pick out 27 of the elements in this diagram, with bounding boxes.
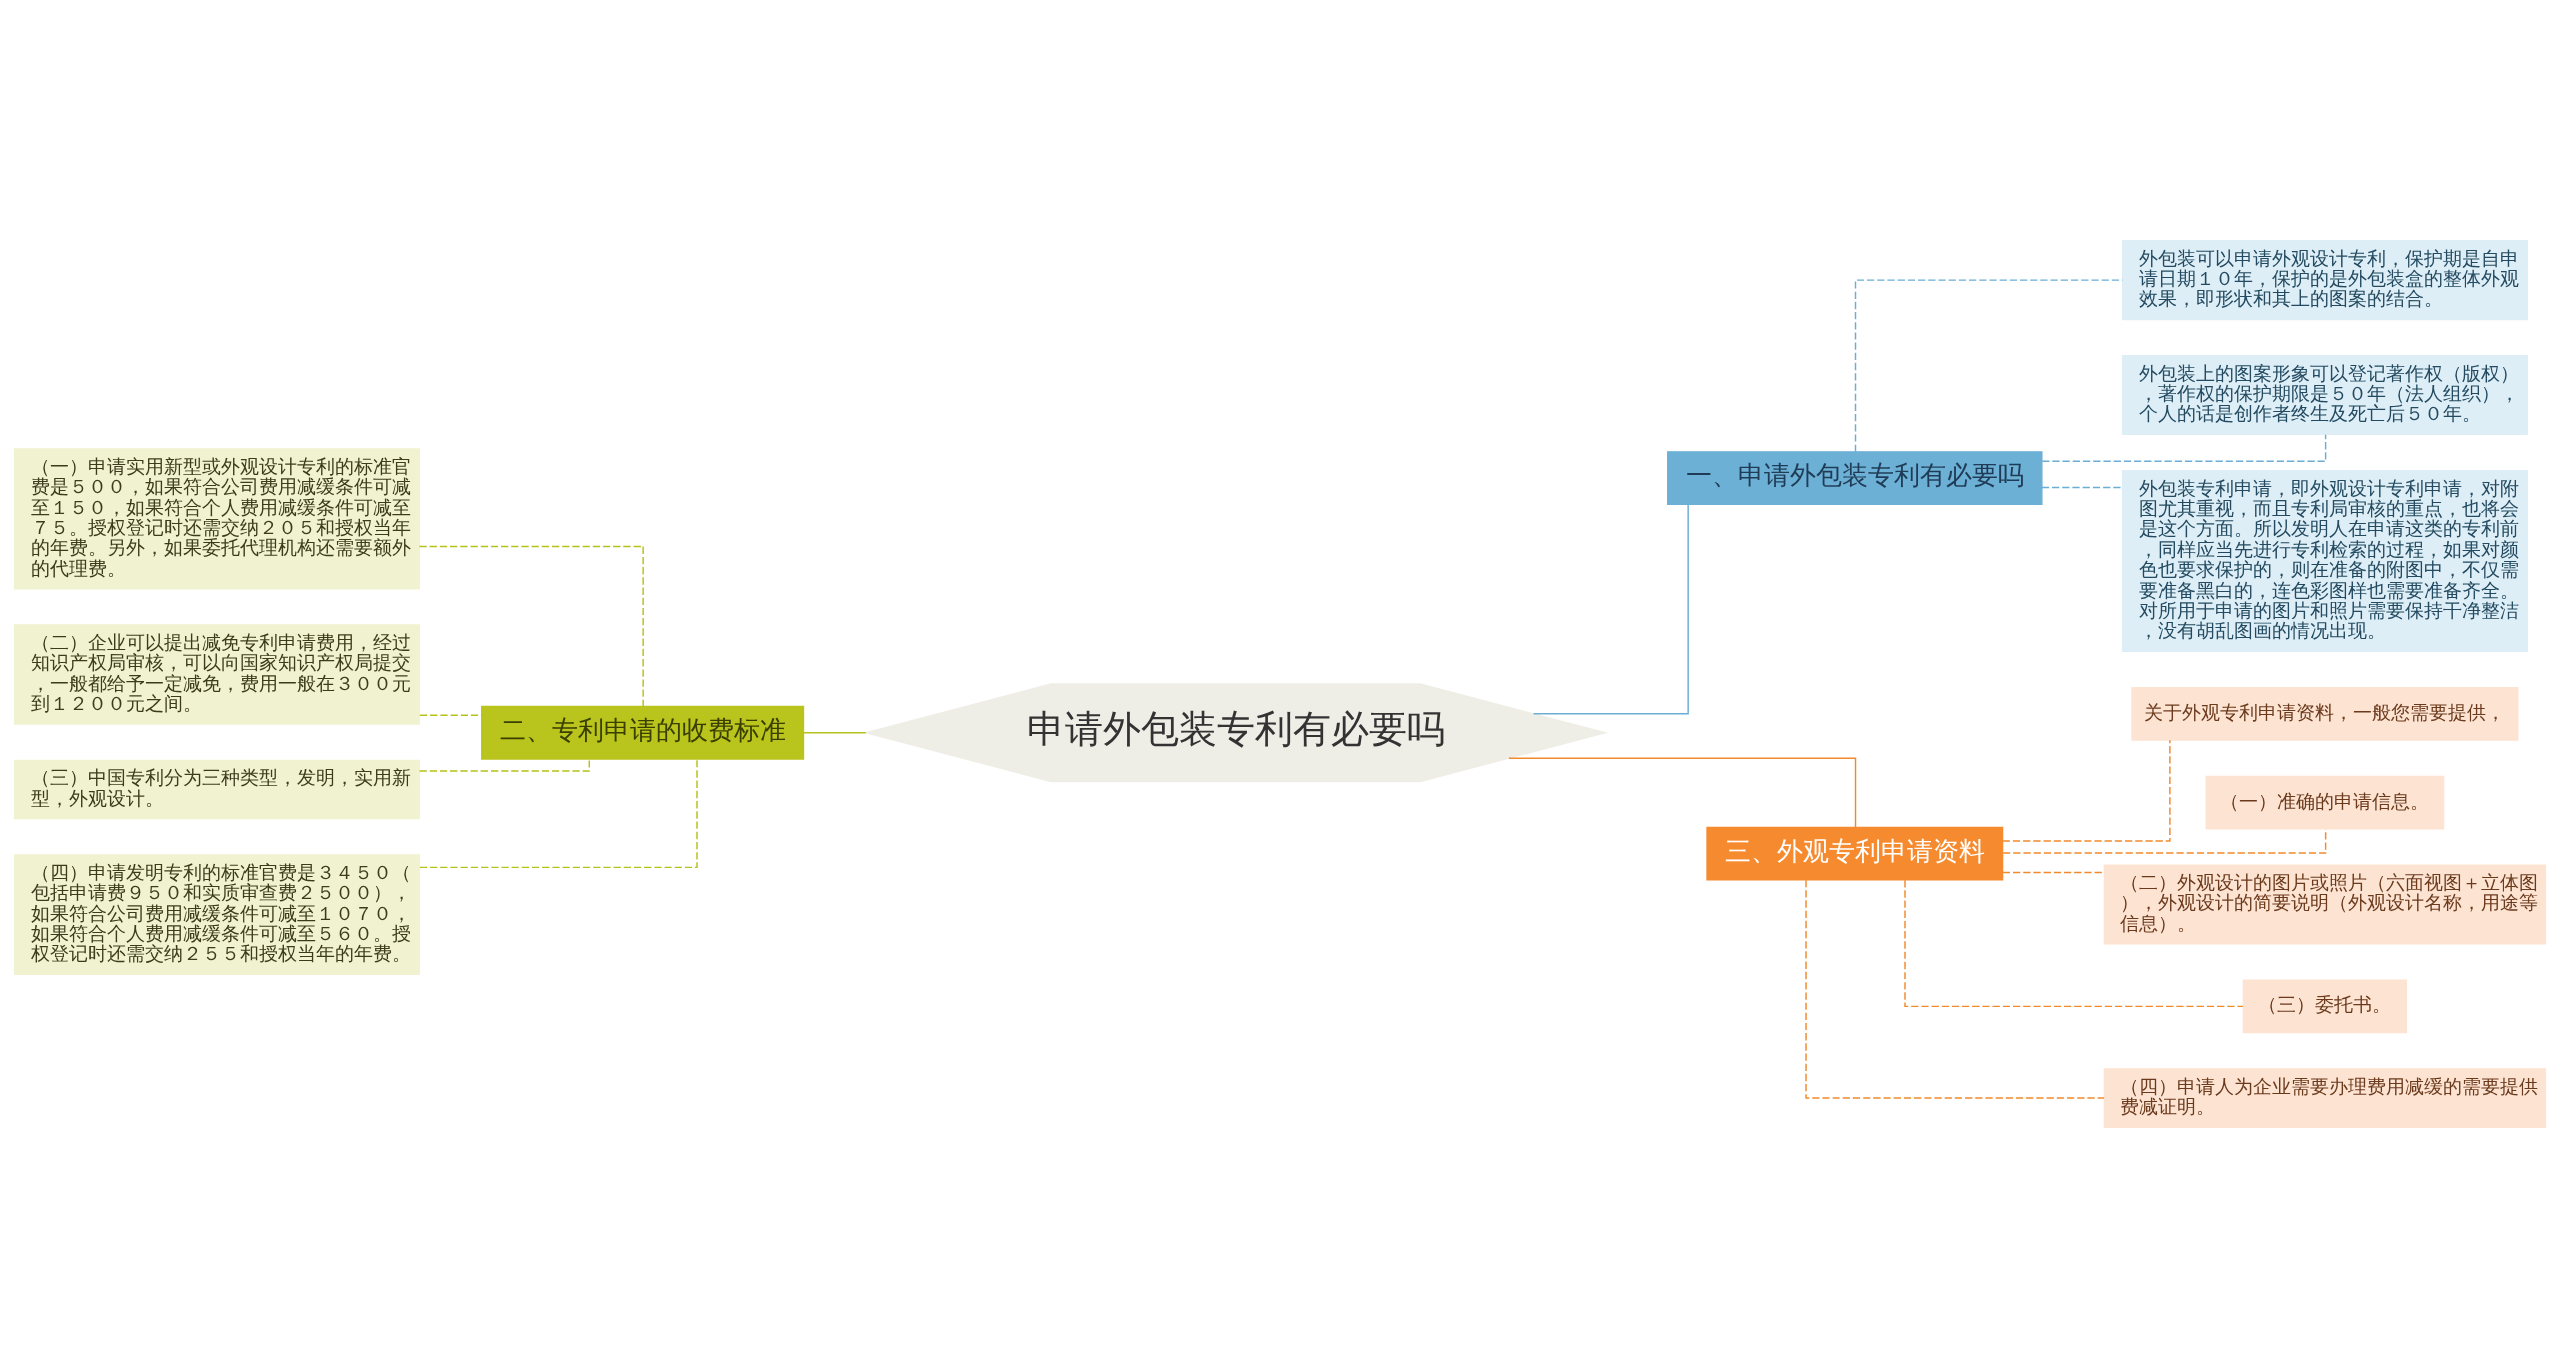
connector — [418, 545, 644, 708]
connector — [2001, 739, 2171, 842]
connector — [2041, 486, 2124, 489]
node-box: （一）准确的申请信息。 — [2205, 775, 2445, 830]
node-box: 一、申请外包装专利有必要吗 — [1667, 451, 2043, 505]
node-box: 外包装可以申请外观设计专利，保护期是自申请日期１０年，保护的是外包装盒的整体外观效果，即形状和其上的图案的结合。 — [2121, 240, 2528, 321]
connector — [419, 758, 698, 869]
node-box: 关于外观专利申请资料，一般您需要提供， — [2131, 686, 2519, 741]
node-box: （三）中国专利分为三种类型，发明，实用新型，外观设计。 — [13, 759, 420, 820]
node-box: 外包装专利申请，即外观设计专利申请，对附图尤其重视，而且专利局审核的重点，也将会是这个方面。所以发明人在申请这类的专利前，同样应当先进行专利检索的过程，如果对颜色也要求保护的，则在准备的附图中，不仅需要准备黑白的，连色彩图样也需要准备齐全。对所用于申请的图片和照片需要保持干净整洁，没有胡乱图画的情况出现。 — [2121, 470, 2528, 652]
node-box: （二）外观设计的图片或照片（六面视图＋立体图），外观设计的简要说明（外观设计名称，用途等信息）。 — [2103, 864, 2547, 945]
node-box: 三、外观专利申请资料 — [1706, 826, 2004, 881]
connector — [1904, 879, 2244, 1008]
connector — [1532, 503, 1689, 715]
node-box: （二）企业可以提出减免专利申请费用，经过知识产权局审核，可以向国家知识产权局提交，一般都给予一定减免，费用一般在３００元到１２００元之间。 — [13, 624, 420, 725]
connector — [2002, 871, 2105, 874]
node-box: 二、专利申请的收费标准 — [481, 705, 805, 760]
node-box: （三）委托书。 — [2242, 979, 2408, 1034]
node-box: 外包装上的图案形象可以登记著作权（版权），著作权的保护期限是５０年（法人组织），个人的话是创作者终生及死亡后５０年。 — [2121, 355, 2528, 436]
node-box: （四）申请人为企业需要办理费用减缓的需要提供费减证明。 — [2103, 1068, 2547, 1128]
node-box: （四）申请发明专利的标准官费是３４５０（包括申请费９５０和实质审查费２５００），如果符合公司费用减缓条件可减至１０７０，如果符合个人费用减缓条件可减至５６０。授权登记时还需交纳２５５和授权当年的年费。 — [13, 854, 420, 976]
connector — [419, 714, 483, 716]
node-box: （一）申请实用新型或外观设计专利的标准官费是５００，如果符合公司费用减缓条件可减至１５０，如果符合个人费用减缓条件可减至７５。授权登记时还需交纳２０５和授权当年的年费。另外，如果委托代理机构还需要额外的代理费。 — [13, 448, 420, 590]
connector — [802, 732, 867, 734]
connector — [1805, 879, 2105, 1099]
connector — [418, 758, 591, 772]
connector — [1508, 757, 1857, 828]
